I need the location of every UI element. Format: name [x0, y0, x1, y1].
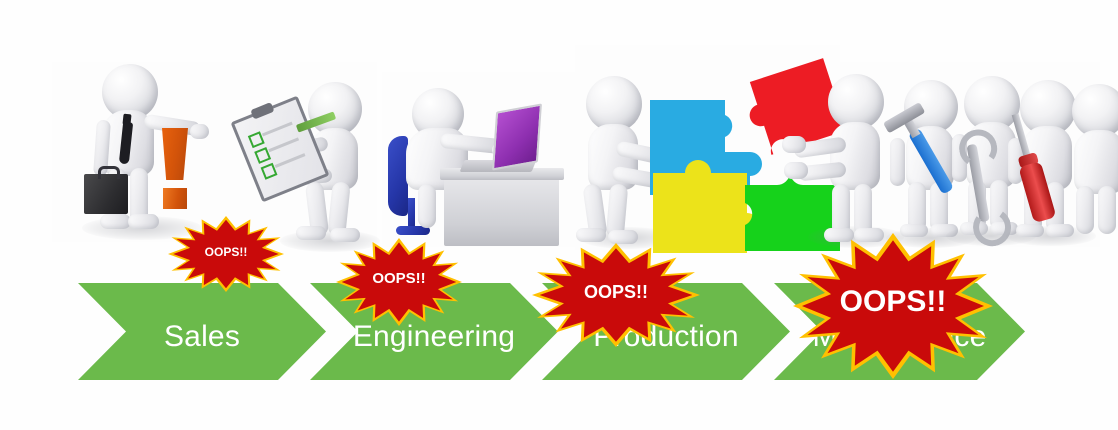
- figure-head: [308, 82, 362, 136]
- maintenance-technician-4: [1062, 80, 1118, 248]
- figure-head: [828, 74, 884, 130]
- engineering-scene: [382, 80, 582, 246]
- laptop-screen: [492, 103, 542, 171]
- figure-foot-left: [1016, 224, 1044, 237]
- burst-fill: [539, 248, 693, 342]
- desk: [444, 174, 559, 246]
- figure-leg-right: [1046, 182, 1064, 232]
- oops-burst-label: OOPS!!: [839, 285, 947, 318]
- clipboard-line-1: [261, 121, 293, 137]
- figure-torso: [830, 122, 880, 190]
- figure-foot-right: [990, 222, 1018, 235]
- sales-businessman-figure: [78, 62, 218, 240]
- exclamation-dot: [163, 188, 187, 209]
- figure-head: [1072, 84, 1118, 138]
- production-worker-right: [782, 68, 920, 248]
- oops-burst-maintenance[interactable]: OOPS!!: [793, 233, 993, 379]
- clipboard-line-2: [268, 137, 300, 153]
- puzzle-piece-yellow: [653, 160, 759, 253]
- figure-foot-right: [330, 228, 360, 242]
- puzzle-piece-red: [749, 58, 847, 155]
- figure-foot-right: [608, 230, 638, 244]
- clipboard-line-3: [274, 153, 306, 168]
- figure-torso: [1074, 130, 1118, 194]
- stage-label-engineering: Engineering: [352, 320, 516, 353]
- stage-label-sales: Sales: [163, 320, 241, 353]
- puzzle-piece-green: [745, 173, 840, 251]
- burst-fill: [341, 242, 457, 322]
- figure-foot-left: [960, 222, 988, 235]
- oops-burst-production[interactable]: OOPS!!: [532, 243, 700, 347]
- office-chair-stem: [408, 198, 415, 230]
- figure-foot-left: [824, 228, 854, 242]
- figure-leg-right: [930, 182, 948, 232]
- figure-leg-right: [1098, 186, 1116, 234]
- figure-hand-lower: [784, 162, 808, 179]
- oops-burst-label: OOPS!!: [372, 270, 426, 287]
- figure-foot-left: [296, 226, 326, 240]
- puzzle-piece-blue: [650, 100, 762, 195]
- figure-foot-left: [900, 224, 928, 237]
- figure-leg-right: [854, 184, 872, 236]
- screwdriver-shaft: [1011, 113, 1032, 160]
- figure-foot-right: [854, 228, 884, 242]
- figure-foot-right: [930, 224, 958, 237]
- oops-burst-label: OOPS!!: [204, 245, 248, 259]
- figure-leg-right: [990, 180, 1008, 230]
- oops-burst-label: OOPS!!: [583, 282, 648, 302]
- figure-foot-right: [128, 214, 159, 229]
- figure-leg-left: [1076, 186, 1094, 234]
- figure-arm: [890, 138, 905, 186]
- figure-head: [586, 76, 642, 132]
- engineer-figure: [400, 80, 520, 230]
- office-chair-base: [396, 226, 430, 235]
- figure-foot-left: [100, 214, 131, 229]
- figure-leg-right: [130, 168, 148, 224]
- figure-foot-left: [576, 228, 606, 242]
- figure-foot-right: [1046, 224, 1074, 237]
- figure-leg-left: [908, 182, 926, 232]
- figure-arm: [952, 134, 967, 182]
- figure-leg: [418, 184, 436, 228]
- maintenance-technician-2: [940, 72, 1050, 248]
- oops-burst-engineering[interactable]: OOPS!!: [336, 238, 462, 326]
- office-chair-back: [388, 136, 408, 216]
- figure-hand-right: [190, 124, 209, 139]
- jigsaw-puzzle: [650, 58, 847, 253]
- exclamation-mark-group: [158, 128, 202, 210]
- briefcase-handle: [98, 166, 120, 179]
- burst-fill: [802, 240, 984, 372]
- figure-hand-upper: [782, 136, 806, 153]
- figure-leg-left: [832, 184, 850, 236]
- production-worker-left: [576, 72, 705, 249]
- oops-burst-sales[interactable]: OOPS!!: [168, 216, 284, 292]
- burst-fill: [173, 219, 279, 289]
- exclamation-bar: [162, 128, 188, 180]
- briefcase: [84, 174, 128, 214]
